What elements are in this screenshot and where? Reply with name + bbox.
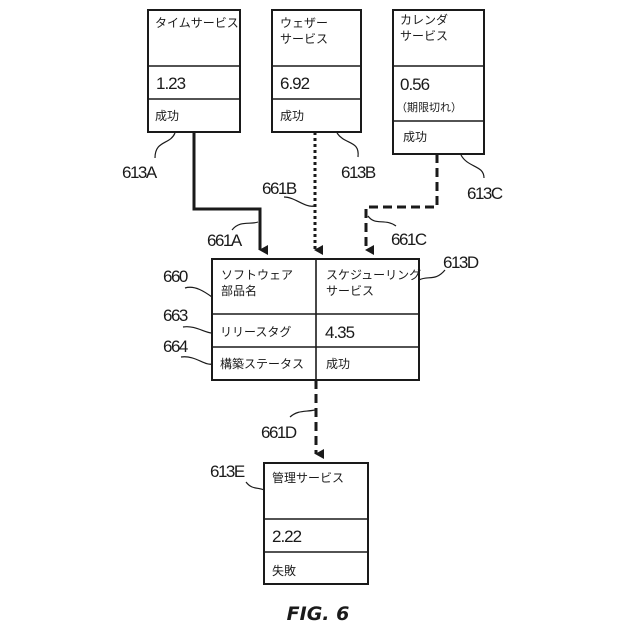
- component-name-line2: サービス: [326, 284, 374, 298]
- header-name-line1: ソフトウェア: [221, 268, 293, 282]
- component-status: 成功: [403, 130, 427, 144]
- component-name: タイムサービス: [155, 16, 239, 30]
- component-version: 6.92: [280, 74, 310, 93]
- component-box-calendar-service: カレンダ サービス 0.56 （期限切れ） 成功: [393, 10, 484, 154]
- ref-label-661c: 661C: [391, 230, 427, 249]
- component-name-line2: サービス: [280, 32, 328, 46]
- component-status: 失敗: [272, 563, 296, 578]
- ref-label-661d: 661D: [261, 423, 297, 442]
- ref-label-613e: 613E: [210, 462, 245, 481]
- version-note: （期限切れ）: [396, 101, 462, 114]
- ref-label-613a: 613A: [122, 163, 158, 182]
- ref-label-664: 664: [163, 337, 188, 356]
- component-name: 管理サービス: [272, 470, 344, 485]
- component-name-line1: スケジューリング: [326, 268, 421, 282]
- component-version: 4.35: [325, 323, 355, 342]
- component-name-line2: サービス: [400, 29, 448, 43]
- build-status-label: 構築ステータス: [220, 356, 304, 371]
- component-status: 成功: [280, 109, 304, 123]
- component-box-management-service: 管理サービス 2.22 失敗: [264, 463, 368, 584]
- ref-label-613b: 613B: [341, 163, 376, 182]
- component-box-weather-service: ウェザー サービス 6.92 成功: [272, 10, 361, 132]
- ref-label-660: 660: [163, 267, 188, 286]
- ref-label-661a: 661A: [207, 231, 243, 250]
- header-name-line2: 部品名: [221, 283, 257, 298]
- ref-label-613c: 613C: [467, 184, 503, 203]
- ref-label-661b: 661B: [262, 179, 297, 198]
- ref-label-613d: 613D: [443, 253, 479, 272]
- component-status: 成功: [326, 357, 350, 371]
- release-tag-label: リリースタグ: [220, 325, 291, 339]
- component-version: 0.56: [400, 75, 430, 94]
- component-version: 2.22: [272, 527, 302, 546]
- component-name-line1: ウェザー: [280, 16, 328, 30]
- figure-label: FIG. 6: [287, 603, 350, 625]
- ref-label-663: 663: [163, 306, 188, 325]
- component-version: 1.23: [156, 74, 186, 93]
- component-box-time-service: タイムサービス 1.23 成功: [148, 10, 240, 132]
- component-box-scheduling-service: ソフトウェア 部品名 スケジューリング サービス リリースタグ 4.35 構築ス…: [212, 259, 421, 380]
- component-status: 成功: [155, 109, 179, 123]
- component-name-line1: カレンダ: [400, 12, 448, 27]
